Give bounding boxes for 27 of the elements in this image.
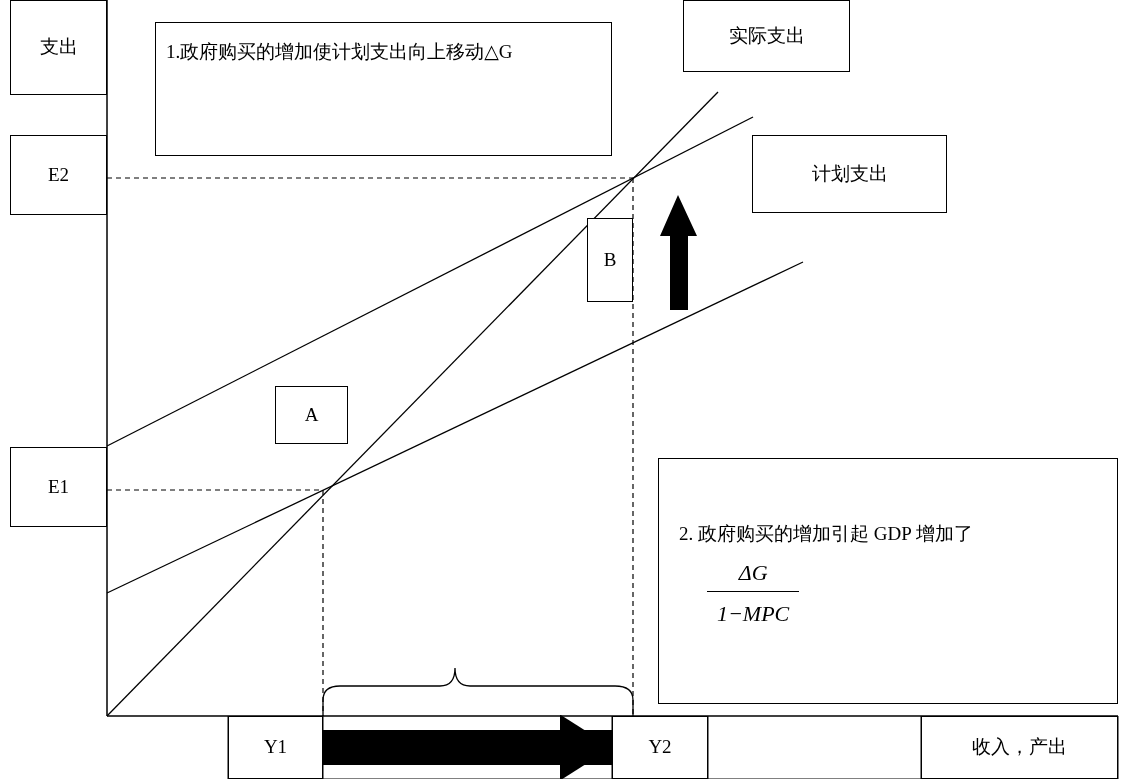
axis-label: B xyxy=(603,247,617,272)
text-box xyxy=(612,716,708,779)
axis-label: E2 xyxy=(47,162,70,187)
text-box xyxy=(10,135,107,215)
axis-label: Y1 xyxy=(263,735,288,760)
note-text: 2. 政府购买的增加引起 GDP 增加了 xyxy=(679,522,973,546)
text-box xyxy=(752,135,947,213)
arrow xyxy=(323,714,612,779)
text-box xyxy=(921,716,1118,779)
text-box xyxy=(275,386,348,444)
fraction-numerator: ΔG xyxy=(737,559,769,588)
axis-label: E1 xyxy=(47,474,70,499)
fraction-denominator: 1−MPC xyxy=(707,590,800,631)
axis-label: Y2 xyxy=(648,735,672,760)
text-box xyxy=(10,447,107,527)
axis-label: 实际支出 xyxy=(728,23,805,48)
axis-label: A xyxy=(304,402,319,427)
text-box xyxy=(683,0,850,72)
text-box xyxy=(228,716,323,779)
text-box xyxy=(658,458,1118,704)
axis-label: 收入，产出 xyxy=(972,735,1067,760)
axis-label: 支出 xyxy=(39,35,78,60)
note-text: 1.政府购买的增加使计划支出向上移动△G xyxy=(166,40,513,64)
text-box xyxy=(587,218,633,302)
text-box xyxy=(10,0,107,95)
axis-label: 计划支出 xyxy=(811,161,888,186)
text-box xyxy=(155,22,612,156)
